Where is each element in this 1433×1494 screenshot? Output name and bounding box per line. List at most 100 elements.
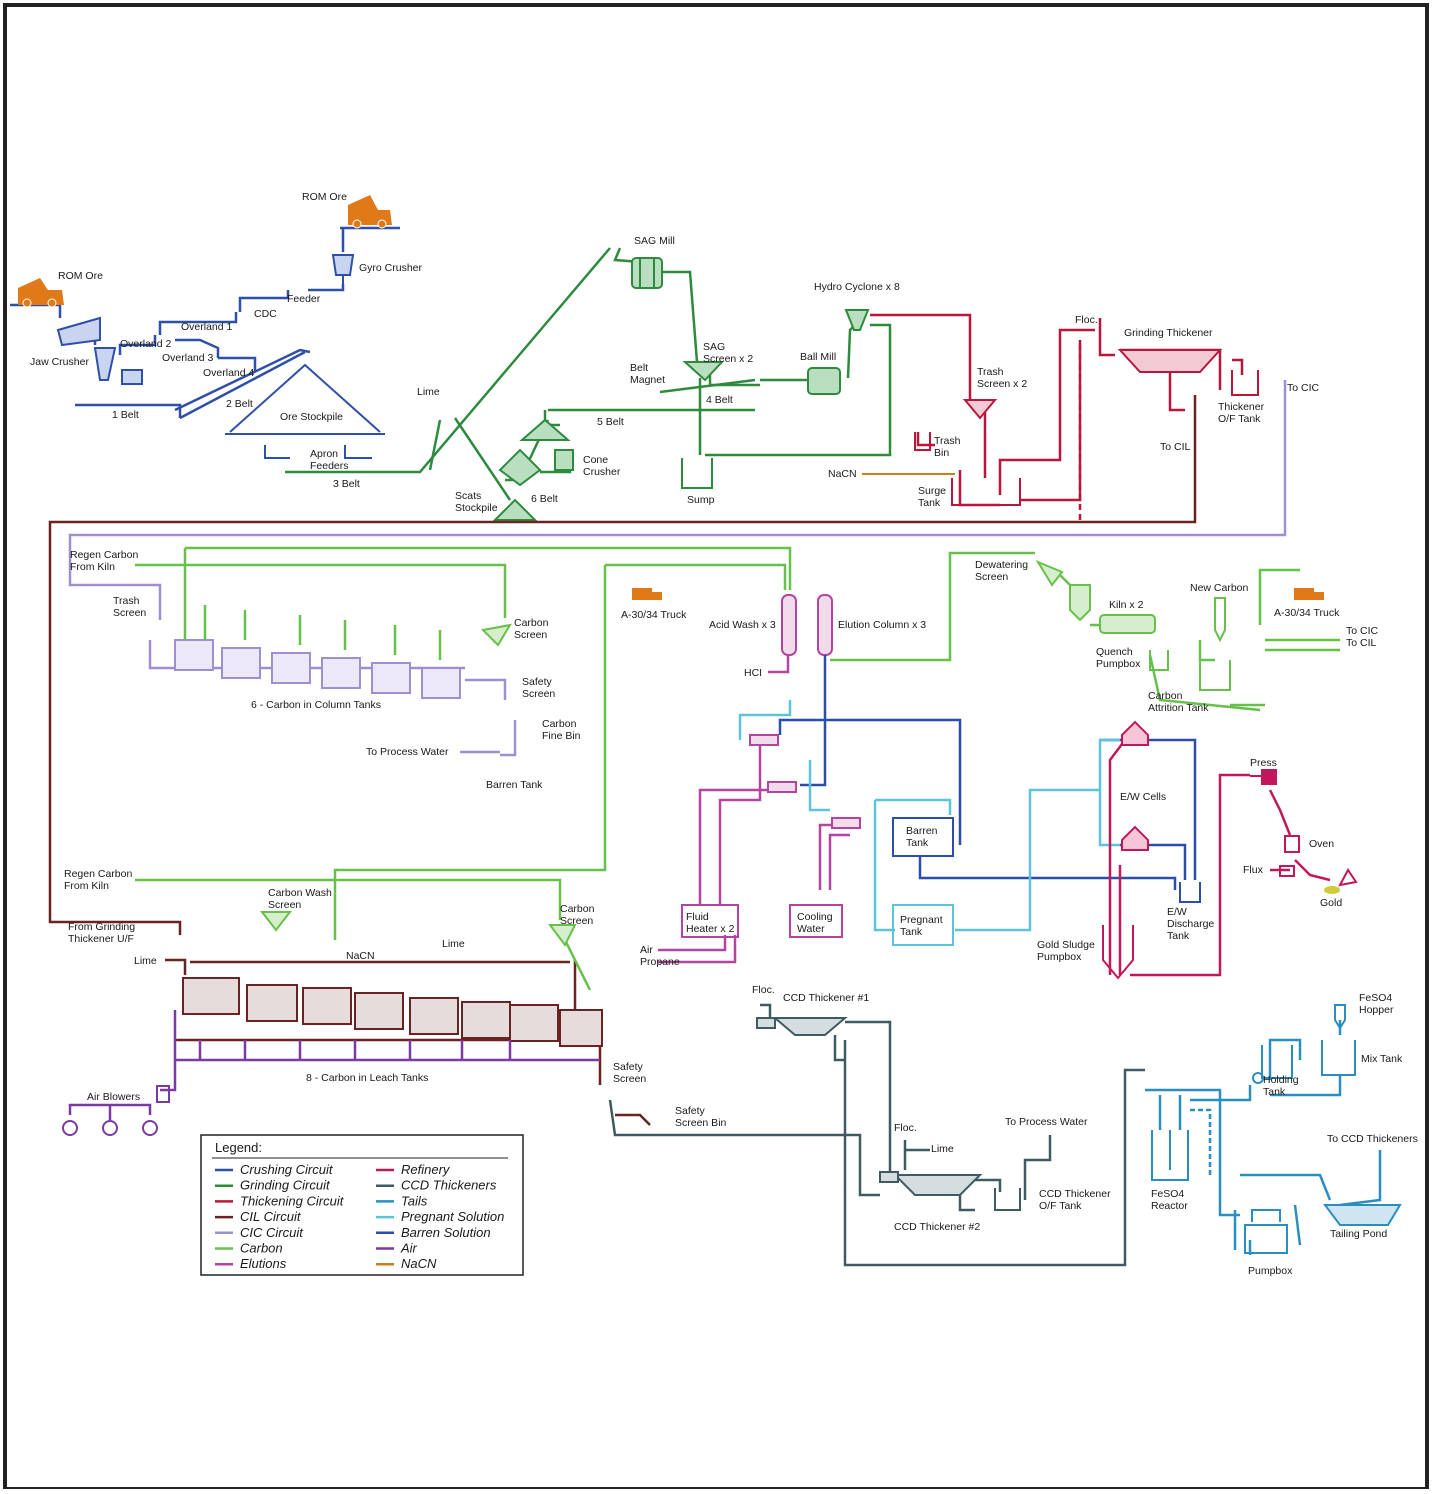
ew-discharge-tank-icon — [1180, 882, 1200, 902]
legend-label: Air — [400, 1241, 418, 1256]
label-belt-6: 6 Belt — [531, 493, 558, 505]
label-barren-tank-2: BarrenTank — [906, 825, 938, 849]
trash-screen-icon — [965, 400, 995, 418]
legend-label: Thickening Circuit — [240, 1193, 345, 1208]
tailing-pond-icon — [1325, 1205, 1400, 1225]
scats-stockpile-icon — [495, 450, 540, 520]
label-ccd-of-tank: CCD ThickenerO/F Tank — [1039, 1188, 1111, 1212]
label-cil-tanks: 8 - Carbon in Leach Tanks — [306, 1072, 428, 1084]
label-oven: Oven — [1309, 838, 1334, 850]
label-press: Press — [1250, 757, 1277, 769]
label-overland-1: Overland 1 — [181, 321, 233, 333]
elution-column-icon — [818, 595, 832, 655]
legend-label: Refinery — [401, 1162, 451, 1177]
label-gold-sludge: Gold SludgePumpbox — [1037, 939, 1095, 963]
label-belt-3: 3 Belt — [333, 478, 360, 490]
label-gold: Gold — [1320, 897, 1342, 909]
legend-label: Grinding Circuit — [240, 1178, 331, 1193]
acid-wash-column-icon — [782, 595, 796, 655]
label-new-carbon: New Carbon — [1190, 582, 1249, 594]
label-regen-carbon-2: Regen CarbonFrom Kiln — [64, 868, 132, 892]
carbon-attrition-icon — [1150, 650, 1230, 690]
label-to-process-water-2: To Process Water — [1005, 1116, 1088, 1128]
label-elution-column: Elution Column x 3 — [838, 619, 926, 631]
label-belt-magnet: BeltMagnet — [630, 362, 665, 386]
legend-label: Tails — [401, 1193, 428, 1208]
truck-icon — [18, 278, 64, 307]
label-floc-3: Floc. — [894, 1122, 917, 1134]
label-feso4-reactor: FeSO4Reactor — [1151, 1188, 1188, 1212]
label-carbon-screen-2: CarbonScreen — [560, 903, 595, 927]
label-dewatering-screen: DewateringScreen — [975, 559, 1028, 583]
hydro-cyclone-icon — [846, 310, 868, 330]
label-to-cil-2: To CIL — [1346, 637, 1377, 649]
label-belt-4: 4 Belt — [706, 394, 733, 406]
barren-solution-lines — [780, 655, 1195, 890]
label-jaw-crusher: Jaw Crusher — [30, 356, 89, 368]
label-cic-tanks: 6 - Carbon in Column Tanks — [251, 699, 381, 711]
label-floc-2: Floc. — [752, 984, 775, 996]
label-ccd-thickener-2: CCD Thickener #2 — [894, 1221, 980, 1233]
legend-label: NaCN — [401, 1256, 437, 1271]
label-pumpbox: Pumpbox — [1248, 1265, 1293, 1277]
label-pregnant-tank: PregnantTank — [900, 914, 943, 938]
label-ccd-thickener-1: CCD Thickener #1 — [783, 992, 869, 1004]
label-ore-stockpile: Ore Stockpile — [280, 411, 343, 423]
label-lime-3: Lime — [442, 938, 465, 950]
legend-label: CCD Thickeners — [401, 1178, 497, 1193]
label-sag-mill: SAG Mill — [634, 235, 675, 247]
label-ew-cells: E/W Cells — [1120, 791, 1166, 803]
cil-circuit — [50, 395, 1195, 1125]
sag-mill-icon — [632, 258, 662, 288]
label-lime-1: Lime — [417, 386, 440, 398]
label-regen-carbon-1: Regen CarbonFrom Kiln — [70, 549, 138, 573]
label-sump: Sump — [687, 494, 715, 506]
new-carbon-hopper-icon — [1215, 598, 1225, 640]
label-surge-tank: SurgeTank — [918, 485, 946, 509]
label-overland-4: Overland 4 — [203, 367, 255, 379]
label-nacn-2: NaCN — [346, 950, 375, 962]
heat-exchanger-icon — [750, 735, 860, 828]
legend-label: Pregnant Solution — [401, 1209, 504, 1224]
label-acid-wash: Acid Wash x 3 — [709, 619, 776, 631]
label-belt-1: 1 Belt — [112, 409, 139, 421]
label-flux: Flux — [1243, 864, 1264, 876]
label-air-blowers: Air Blowers — [87, 1091, 140, 1103]
label-cdc: CDC — [254, 308, 277, 320]
ball-mill-icon — [808, 368, 840, 394]
label-trash-screen: TrashScreen — [113, 595, 146, 619]
ccd-thickener-1-icon — [757, 1018, 845, 1035]
ccd-thickener-2-icon — [880, 1172, 980, 1195]
label-belt-2: 2 Belt — [226, 398, 253, 410]
label-lime-2: Lime — [134, 955, 157, 967]
label-barren-tank-1: Barren Tank — [486, 779, 543, 791]
legend-label: Elutions — [240, 1256, 287, 1271]
legend-label: Carbon — [240, 1241, 283, 1256]
pregnant-solution-lines — [740, 700, 1120, 930]
legend-label: Barren Solution — [401, 1225, 491, 1240]
press-icon — [1250, 770, 1276, 784]
feso4-reactor-icon — [1152, 1130, 1188, 1180]
legend-label: CIC Circuit — [240, 1225, 304, 1240]
label-to-cic-2: To CIC — [1346, 625, 1379, 637]
label-belt-5: 5 Belt — [597, 416, 624, 428]
refinery-lines — [1110, 740, 1330, 975]
jaw-crusher-icon — [58, 318, 142, 384]
legend-title: Legend: — [215, 1140, 262, 1155]
grinding-thickener-icon — [1120, 350, 1220, 372]
